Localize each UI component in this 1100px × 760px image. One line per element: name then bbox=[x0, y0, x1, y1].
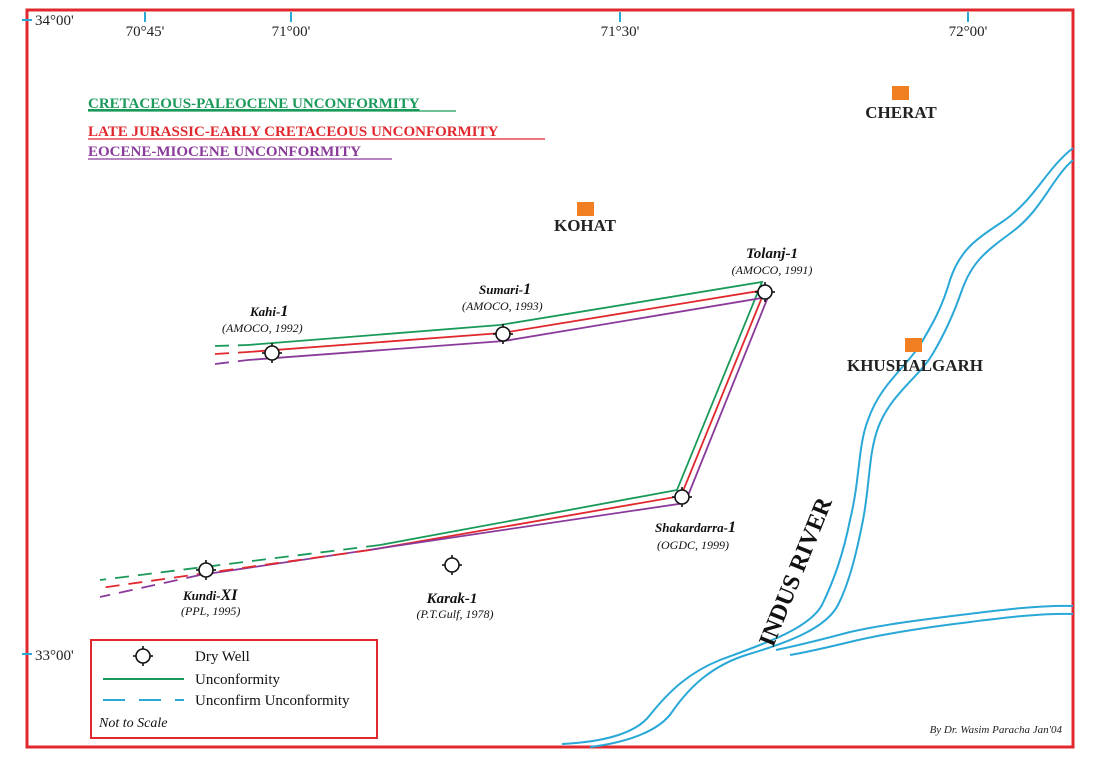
map-key: Dry Well Unconformity Unconfirm Unconfor… bbox=[90, 639, 378, 739]
dry-well-icon bbox=[261, 342, 283, 364]
city-cherat: CHERAT bbox=[865, 86, 937, 122]
well-tolanj: Tolanj-1 (AMOCO, 1991) bbox=[732, 246, 813, 303]
legend-cretaceous-paleocene: CRETACEOUS-PALEOCENE UNCONFORMITY bbox=[88, 96, 420, 112]
well-tolanj-info: (AMOCO, 1991) bbox=[732, 263, 813, 277]
coordinate-ticks bbox=[22, 12, 969, 655]
well-kundi: Kundi-XI (PPL, 1995) bbox=[181, 559, 240, 618]
unconformity-legend: CRETACEOUS-PALEOCENE UNCONFORMITY LATE J… bbox=[88, 96, 545, 160]
lon-label-1: 70°45' bbox=[126, 24, 165, 40]
well-kundi-name: Kundi-XI bbox=[182, 587, 238, 604]
dry-well-icon bbox=[195, 559, 217, 581]
legend-eocene-miocene: EOCENE-MIOCENE UNCONFORMITY bbox=[88, 144, 361, 160]
well-karak-info: (P.T.Gulf, 1978) bbox=[417, 607, 494, 621]
city-label-cherat: CHERAT bbox=[865, 103, 937, 122]
city-marker bbox=[905, 338, 922, 352]
lon-label-4: 72°00' bbox=[949, 24, 988, 40]
key-not-to-scale: Not to Scale bbox=[98, 716, 167, 731]
well-kahi-info: (AMOCO, 1992) bbox=[222, 321, 303, 335]
well-sumari-info: (AMOCO, 1993) bbox=[462, 299, 543, 313]
city-label-kohat: KOHAT bbox=[554, 216, 617, 235]
well-sumari: Sumari-1 (AMOCO, 1993) bbox=[462, 281, 543, 345]
lat-label-top: 34°00' bbox=[35, 13, 74, 29]
key-dry-well: Dry Well bbox=[195, 649, 250, 665]
legend-jurassic-cretaceous: LATE JURASSIC-EARLY CRETACEOUS UNCONFORM… bbox=[88, 124, 499, 140]
well-shakardarra-info: (OGDC, 1999) bbox=[657, 538, 729, 552]
well-kahi: Kahi-1 (AMOCO, 1992) bbox=[222, 303, 303, 364]
unconfirmed-unconformity-lines bbox=[99, 344, 381, 598]
well-karak-name: Karak-1 bbox=[426, 591, 478, 607]
indus-river-label: INDUS RIVER bbox=[754, 493, 838, 650]
city-khushalgarh: KHUSHALGARH bbox=[847, 338, 983, 375]
city-marker bbox=[577, 202, 594, 216]
city-kohat: KOHAT bbox=[554, 202, 617, 235]
well-kahi-name: Kahi-1 bbox=[249, 303, 288, 320]
well-karak: Karak-1 (P.T.Gulf, 1978) bbox=[417, 554, 494, 621]
credit: By Dr. Wasim Paracha Jan'04 bbox=[930, 724, 1063, 736]
city-marker bbox=[892, 86, 909, 100]
lat-label-bottom: 33°00' bbox=[35, 648, 74, 664]
well-shakardarra: Shakardarra-1 (OGDC, 1999) bbox=[655, 486, 736, 552]
well-shakardarra-name: Shakardarra-1 bbox=[655, 519, 736, 536]
key-unconfirm: Unconfirm Unconformity bbox=[195, 693, 350, 709]
well-kundi-info: (PPL, 1995) bbox=[181, 604, 240, 618]
map-frame bbox=[25, 8, 1075, 749]
lon-label-3: 71°30' bbox=[601, 24, 640, 40]
dry-well-icon bbox=[441, 554, 463, 576]
indus-river bbox=[561, 147, 1074, 748]
well-sumari-name: Sumari-1 bbox=[479, 281, 531, 298]
lon-label-2: 71°00' bbox=[272, 24, 311, 40]
city-label-khushalgarh: KHUSHALGARH bbox=[847, 356, 983, 375]
key-unconformity: Unconformity bbox=[195, 672, 280, 688]
well-tolanj-name: Tolanj-1 bbox=[746, 246, 798, 262]
